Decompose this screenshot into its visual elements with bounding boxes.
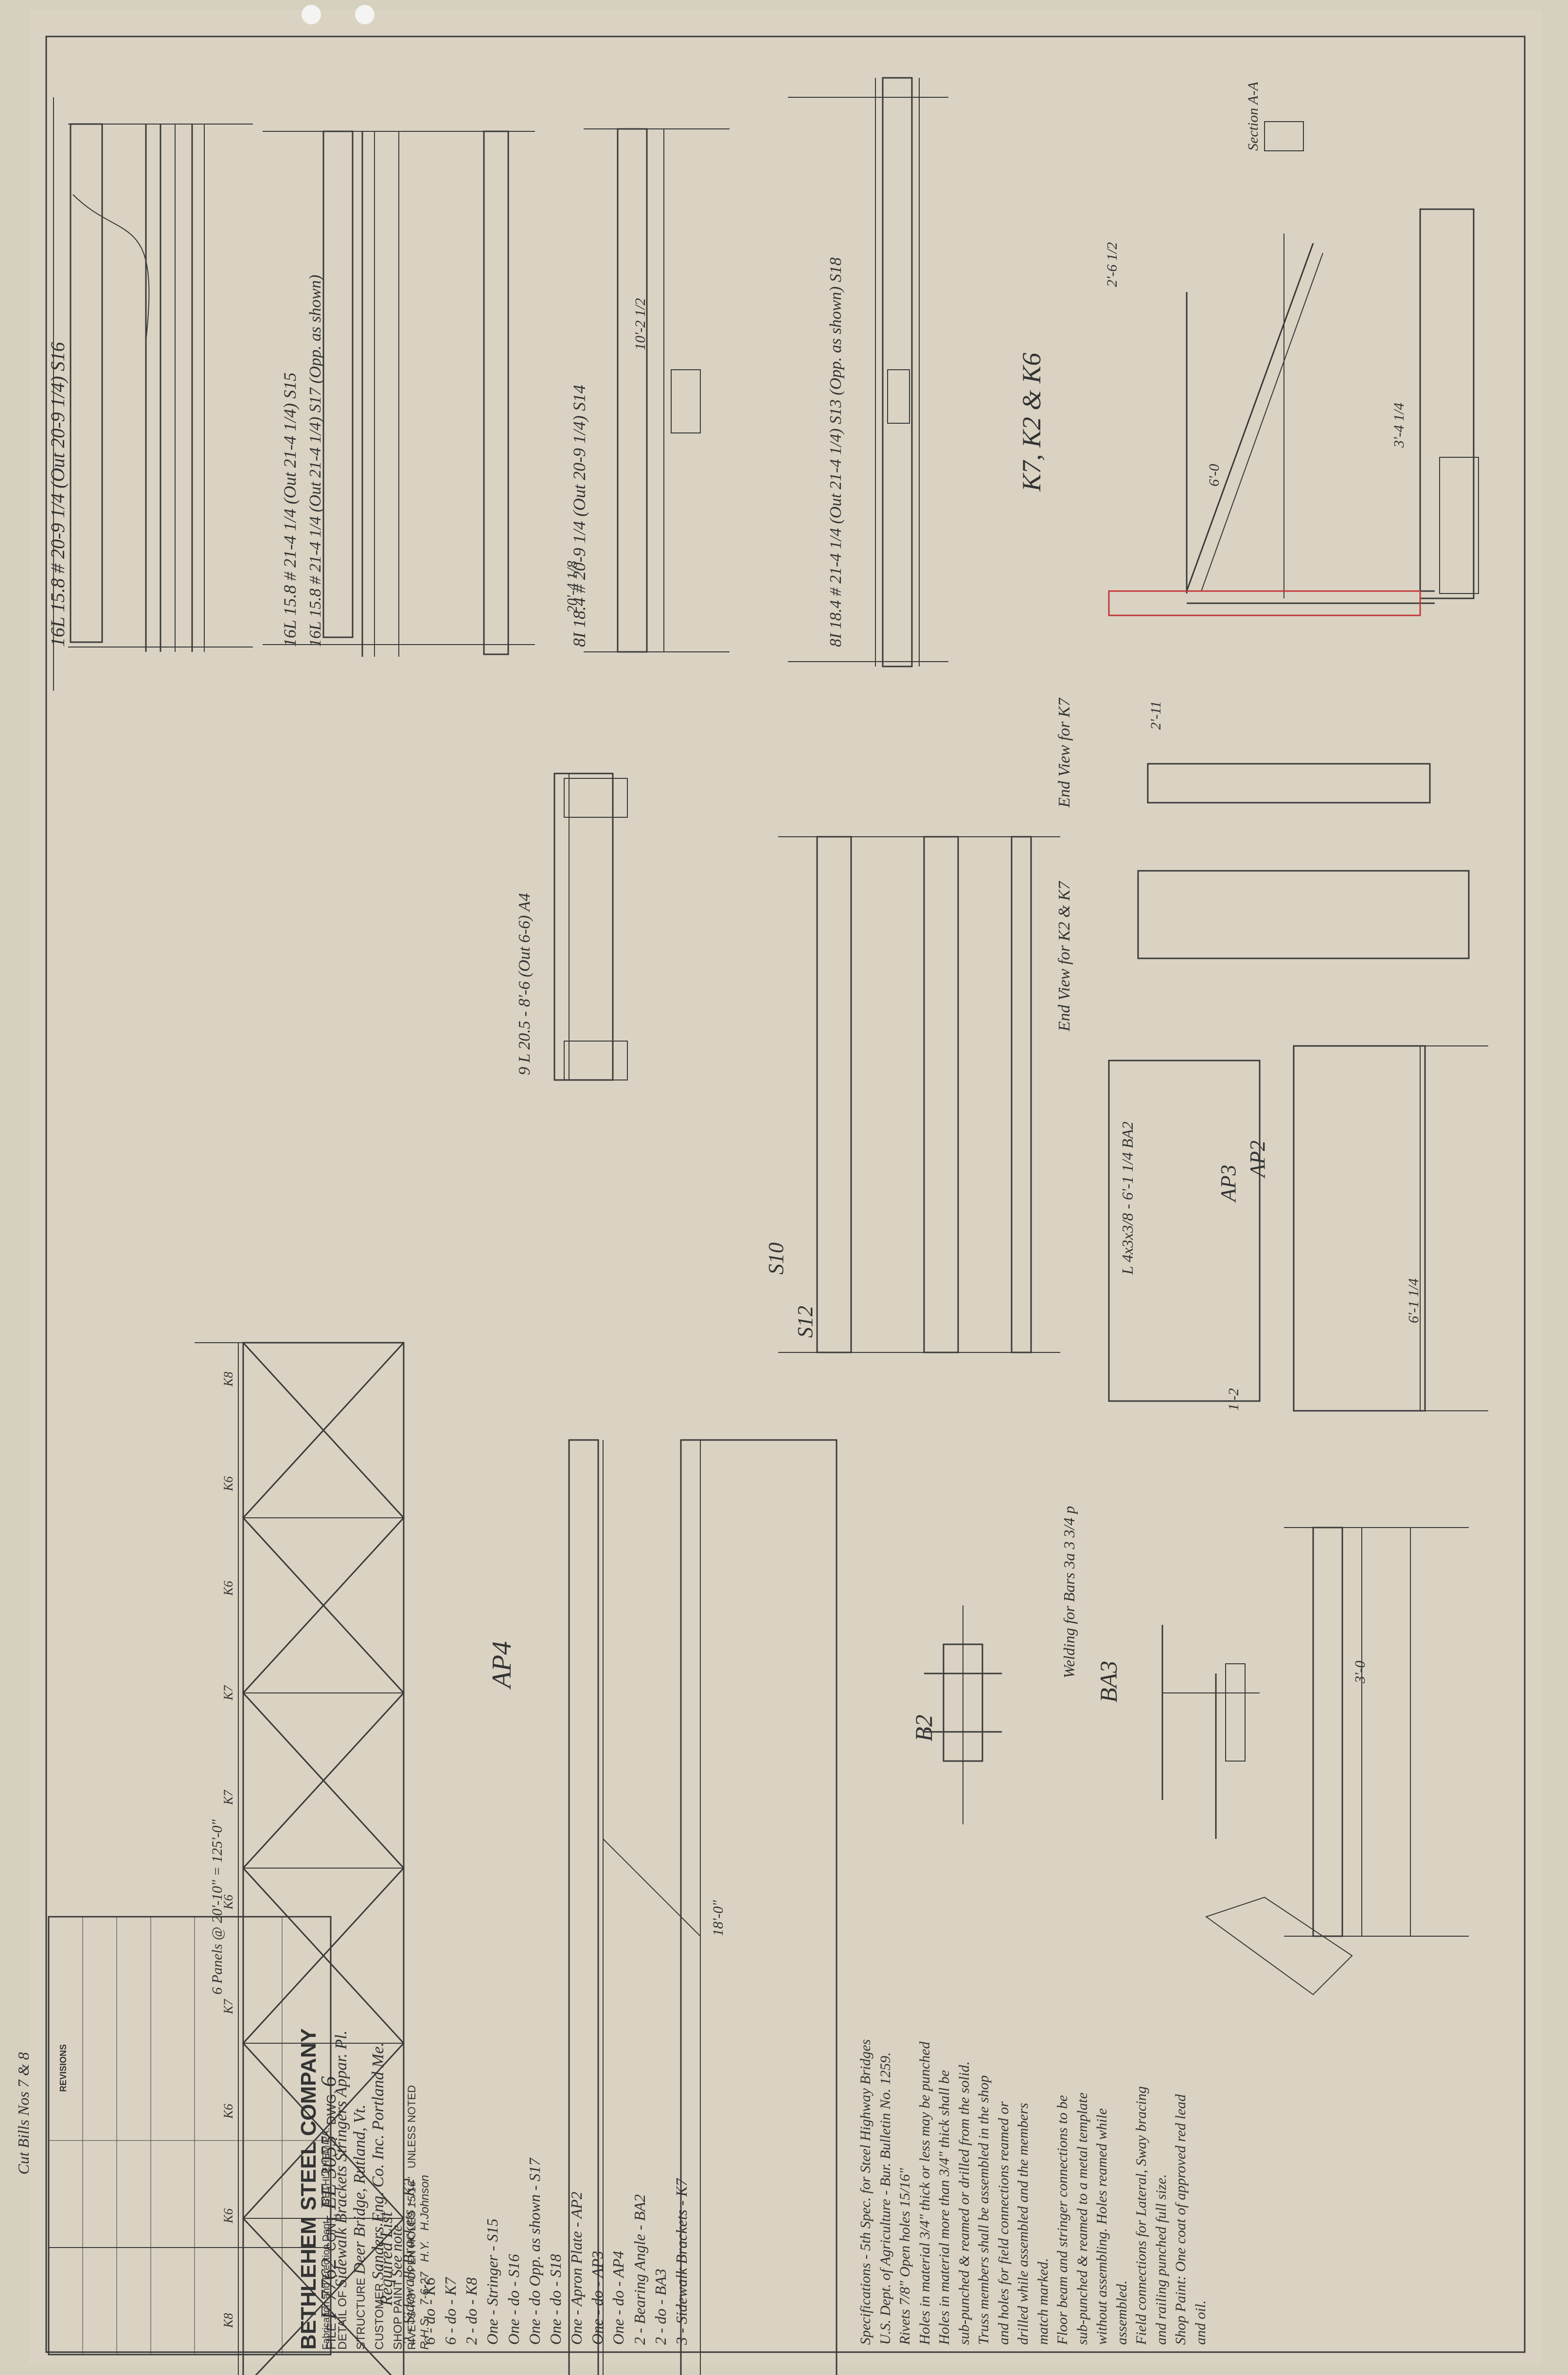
note-line: Holes in material more than 3/4" thick s… (936, 2070, 952, 2345)
required-list-item: One - do Opp. as shown - S17 (525, 2158, 543, 2345)
note-line: drilled while assembled and the members (1015, 2103, 1031, 2345)
label-ap3: AP3 (1216, 1165, 1240, 1202)
panel-label: K6 (221, 1581, 235, 1596)
label-ap4: AP4 (487, 1641, 517, 1688)
required-list-item: 2 - do - BA3 (651, 2268, 669, 2345)
bearing-ba3-view (1161, 1625, 1260, 1839)
required-list-item: One - Apron Plate - AP2 (568, 2192, 586, 2345)
apron-plate-ap4-view (568, 1439, 837, 2375)
label-b2: B2 (910, 1714, 937, 1742)
panel-label: K8 (221, 1371, 235, 1386)
panel-label: K6 (221, 1894, 235, 1909)
label-end-view-k2: End View for K2 & K7 (1055, 881, 1073, 1031)
panel-label: K7 (221, 1999, 235, 2014)
binder-hole (355, 5, 374, 24)
panel-label: K6 (221, 2104, 235, 2119)
panel-label: K7 (221, 1685, 235, 1700)
note-line: sub-punched & reamed or drilled from the… (956, 2061, 972, 2345)
dimension-label: 2'-6 1/2 (1104, 242, 1120, 287)
required-list-item: 6 - do - K7 (441, 2277, 459, 2345)
note-line: and railing punched full size. (1153, 2174, 1169, 2345)
note-line: Floor beam and stringer connections to b… (1054, 2095, 1070, 2345)
stringer-s15-view (263, 130, 535, 657)
required-list-item: One - Stringer - S15 (483, 2218, 501, 2345)
note-line: Rivets 7/8" Open holes 15/16" (897, 2168, 913, 2345)
note-line: Field connections for Lateral, Sway brac… (1133, 2086, 1149, 2345)
dimension-label: 1'-2 (1226, 1388, 1242, 1411)
required-list-item: One - do - AP4 (609, 2250, 627, 2345)
note-line: Holes in material 3/4" thick or less may… (916, 2041, 933, 2345)
note-line: sub-punched & reamed to a metal template (1074, 2092, 1090, 2345)
label-s15: 16L 15.8 # 21-4 1/4 (Out 21-4 1/4) S15 (280, 372, 300, 647)
label-section-aa: Section A-A (1245, 82, 1261, 151)
label-ba3: BA3 (1095, 1660, 1122, 1703)
note-line: match marked. (1034, 2258, 1051, 2345)
panel-label: K8 (221, 2313, 235, 2328)
apron-plate-ap2-view (1108, 1045, 1488, 1412)
panel-label: K7 (221, 1790, 235, 1805)
splice-a4-view (553, 773, 628, 1081)
lateral-plan-view (195, 1342, 405, 2375)
dimension-label: 6'-0 (1206, 464, 1222, 486)
general-notes: Specifications - 5th Spec. for Steel Hig… (856, 2039, 1211, 2345)
stringer-s16-view (53, 97, 253, 691)
panel-label: K6 (221, 1476, 235, 1491)
required-list-item: 2 - Bearing Angle - BA2 (630, 2194, 648, 2345)
required-list-item: 2 - Sidewalk Brackets - K2 (399, 2178, 417, 2345)
dimension-label: 3'-0 (1352, 1660, 1368, 1683)
note-line: and holes for field connections reamed o… (995, 2101, 1012, 2345)
stringer-s10-view (778, 836, 1060, 1353)
label-end-view-k7: End View for K7 (1055, 698, 1073, 808)
title-block-frame (48, 1916, 332, 2356)
stringer-s14-view (584, 128, 730, 653)
structure-row: STRUCTURE Deer Bridge, Rutland, Vt. (351, 2104, 369, 2350)
note-line: Truss members shall be assembled in the … (976, 2075, 992, 2345)
stringer-s18-view (788, 77, 948, 667)
dimension-label: 6'-1 1/4 (1406, 1278, 1422, 1323)
file-contract-row: FILE F 7762 CONT. EE 3055 DWG. 6 (317, 2076, 340, 2350)
label-ap2: AP2 (1246, 1140, 1269, 1177)
label-s17: 16L 15.8 # 21-4 1/4 (Out 21-4 1/4) S17 (… (306, 274, 324, 647)
required-list-item: One - do - AP3 (588, 2250, 606, 2345)
dimension-label: 20'-4 1/8 (564, 560, 580, 613)
dimension-label: 18'-0" (710, 1900, 726, 1936)
revisions-label: REVISIONS (58, 2044, 68, 2092)
dimension-label: 10'-2 1/2 (632, 298, 648, 350)
note-line: Specifications - 5th Spec. for Steel Hig… (857, 2039, 873, 2345)
binder-hole (302, 5, 321, 24)
dimension-label: 3'-4 1/4 (1391, 402, 1407, 448)
panel-label: K6 (221, 2208, 235, 2223)
note-line: U.S. Dept. of Agriculture - Bur. Bulleti… (877, 2052, 893, 2345)
label-s18: 8I 18.4 # 21-4 1/4 (Out 21-4 1/4) S13 (O… (827, 257, 845, 647)
note-line: and oil. (1192, 2300, 1209, 2345)
note-line: without assembling. Holes reamed while (1094, 2108, 1110, 2345)
label-a4: 9 L 20.5 - 8'-6 (Out 6-6) A4 (516, 893, 534, 1075)
label-s10: S10 (764, 1242, 788, 1275)
note-line: assembled. (1113, 2280, 1130, 2345)
required-list: Required List 2 - Sidewalk Brackets - K2… (374, 2158, 692, 2345)
note-line: Shop Paint: One coat of approved red lea… (1173, 2094, 1189, 2345)
required-list-heading: Required List (376, 2212, 396, 2306)
bolt-b2-view (924, 1605, 1002, 1824)
required-list-item: 2 - do - K8 (463, 2277, 481, 2345)
dimension-label: 2'-11 (1148, 701, 1164, 730)
required-list-item: One - do - S18 (546, 2254, 564, 2345)
label-s16: 16L 15.8 # 20-9 1/4 (Out 20-9 1/4) S16 (47, 342, 69, 647)
label-k-brackets: K7, K2 & K6 (1017, 352, 1046, 491)
label-welding: Welding for Bars 3a 3 3/4 p (1060, 1506, 1078, 1678)
required-list-item: 3 - Sidewalk Brackets - K7 (673, 2178, 691, 2345)
bracket-k-view (1108, 121, 1479, 959)
label-ba2: L 4x3x3/8 - 6'-1 1/4 BA2 (1119, 1121, 1136, 1275)
label-cut-bills: Cut Bills Nos 7 & 8 (15, 2052, 32, 2175)
label-s12: S12 (793, 1306, 817, 1338)
bearing-plate-view (1205, 1527, 1469, 1996)
required-list-item: One - do - S16 (504, 2254, 522, 2345)
required-list-item: 6 - do - K6 (420, 2277, 438, 2345)
notes-items: Specifications - 5th Spec. for Steel Hig… (856, 2039, 1211, 2345)
